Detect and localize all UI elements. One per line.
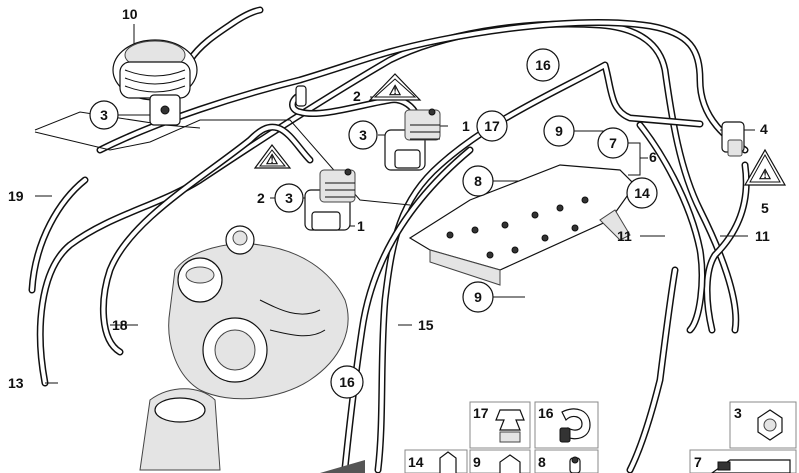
svg-text:3: 3 bbox=[100, 107, 108, 123]
svg-text:17: 17 bbox=[484, 118, 500, 134]
callout-11-right: 11 bbox=[755, 228, 770, 244]
callout-4: 4 bbox=[760, 121, 768, 137]
svg-text:16: 16 bbox=[538, 405, 554, 421]
callout-5: 5 bbox=[761, 200, 769, 216]
svg-text:3: 3 bbox=[359, 127, 367, 143]
caution-triangle-icon: ⚠ bbox=[368, 73, 422, 101]
callout-circle-8: 8 bbox=[462, 165, 494, 197]
legend-box-17: 17 bbox=[469, 401, 531, 449]
svg-text:3: 3 bbox=[734, 405, 742, 421]
svg-text:14: 14 bbox=[634, 185, 650, 201]
callout-circle-17: 17 bbox=[476, 110, 508, 142]
vacuum-canister bbox=[112, 39, 198, 126]
svg-text:9: 9 bbox=[473, 454, 481, 470]
callout-15: 15 bbox=[418, 317, 434, 333]
svg-text:3: 3 bbox=[285, 190, 293, 206]
callout-circle-9-lower: 9 bbox=[462, 281, 494, 313]
svg-text:9: 9 bbox=[555, 123, 563, 139]
callout-circle-7: 7 bbox=[597, 127, 629, 159]
svg-text:8: 8 bbox=[474, 173, 482, 189]
svg-text:7: 7 bbox=[694, 454, 702, 470]
callout-2-lower: 2 bbox=[257, 190, 265, 206]
callout-circle-3-lower: 3 bbox=[274, 183, 304, 213]
callout-18: 18 bbox=[112, 317, 128, 333]
svg-text:16: 16 bbox=[339, 374, 355, 390]
hose-connector-4 bbox=[721, 121, 745, 157]
caution-triangle-icon: ⚠ bbox=[253, 144, 292, 169]
hose-lines bbox=[28, 6, 750, 473]
pipe-fitting bbox=[295, 85, 307, 107]
turbocharger bbox=[139, 225, 349, 471]
legend-box-7: 7 bbox=[689, 449, 797, 473]
callout-circle-3-left: 3 bbox=[89, 100, 119, 130]
caution-triangle-icon: ⚠ bbox=[743, 148, 787, 186]
legend-box-3: 3 bbox=[729, 401, 797, 449]
svg-text:17: 17 bbox=[473, 405, 489, 421]
legend-box-9: 9 bbox=[469, 449, 531, 473]
callout-1-upper: 1 bbox=[462, 118, 470, 134]
svg-text:16: 16 bbox=[535, 57, 551, 73]
callout-13: 13 bbox=[8, 375, 24, 391]
callout-19: 19 bbox=[8, 188, 24, 204]
circled-callouts: 16 3 3 17 9 7 8 14 3 9 16 bbox=[89, 48, 658, 399]
svg-text:14: 14 bbox=[408, 454, 424, 470]
legend-box-8: 8 bbox=[534, 449, 599, 473]
callout-2-upper: 2 bbox=[353, 88, 361, 104]
callout-6: 6 bbox=[649, 149, 657, 165]
svg-text:⚠: ⚠ bbox=[266, 151, 279, 167]
svg-text:9: 9 bbox=[474, 289, 482, 305]
svg-text:⚠: ⚠ bbox=[389, 82, 402, 98]
pressure-converter-upper bbox=[384, 108, 441, 171]
svg-text:⚠: ⚠ bbox=[759, 166, 772, 182]
svg-text:7: 7 bbox=[609, 135, 617, 151]
callout-circle-16-bottom: 16 bbox=[330, 365, 364, 399]
pressure-converter-lower bbox=[304, 168, 356, 231]
svg-text:8: 8 bbox=[538, 454, 546, 470]
mounting-bracket bbox=[408, 164, 636, 286]
callout-circle-3-mid: 3 bbox=[348, 120, 378, 150]
callout-11-left: 11 bbox=[617, 228, 632, 244]
callout-circle-14: 14 bbox=[626, 177, 658, 209]
callout-1-lower: 1 bbox=[357, 218, 365, 234]
legend-box-16: 16 bbox=[534, 401, 599, 449]
callout-10: 10 bbox=[122, 6, 138, 22]
legend-box-14: 14 bbox=[404, 449, 468, 473]
callout-circle-16-top: 16 bbox=[526, 48, 560, 82]
callout-labels: 10 2 1 4 6 19 2 1 5 11 11 18 15 13 bbox=[8, 6, 770, 391]
callout-circle-9-upper: 9 bbox=[543, 115, 575, 147]
small-parts-legend: 17 16 3 14 9 bbox=[320, 401, 797, 473]
